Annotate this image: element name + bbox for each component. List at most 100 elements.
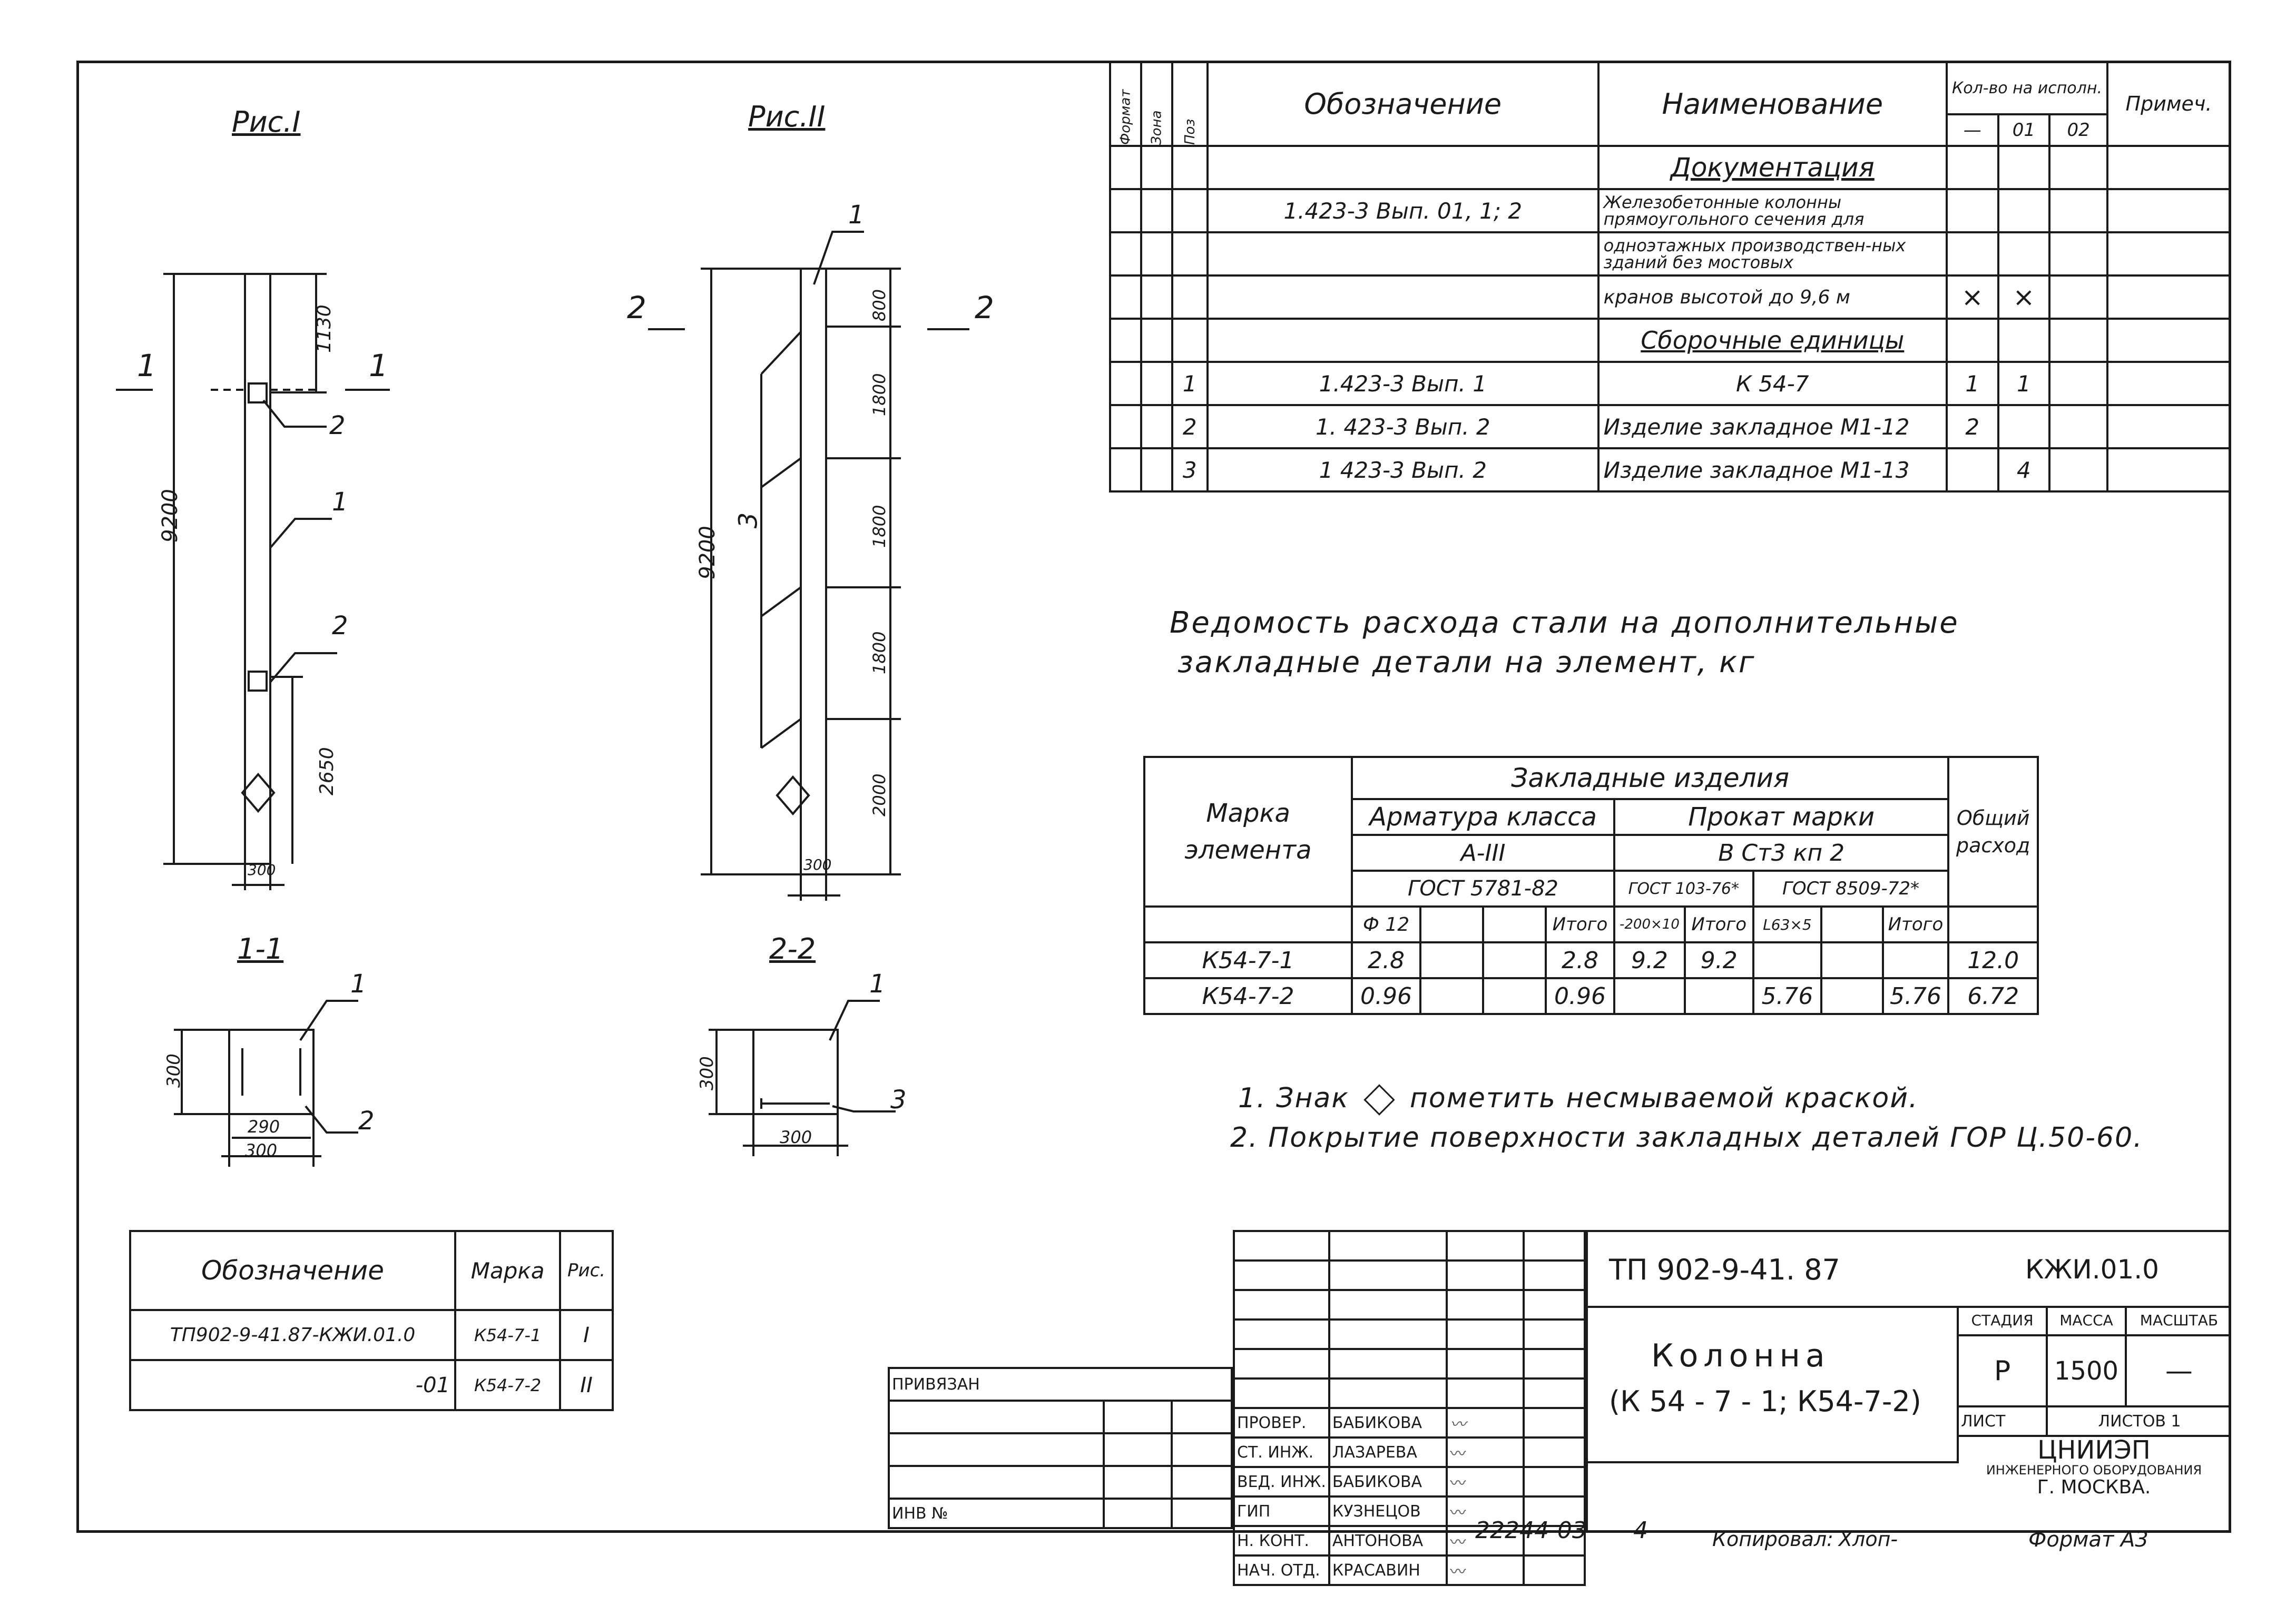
steel-h-rebar: Арматура класса <box>1351 798 1615 836</box>
fig2-dim-4: 1800 <box>869 631 889 674</box>
steel-row-it1: 2.8 <box>1545 941 1615 979</box>
steel-row-c8 <box>1820 977 1884 1015</box>
steel-h-angle: L63×5 <box>1752 905 1823 943</box>
steel-h-gost3: ГОСТ 8509-72* <box>1752 870 1950 908</box>
spec-row-q0: 1 <box>1945 361 1999 406</box>
fig2-title: Рис.II <box>748 100 826 133</box>
signature-row: Н. КОНТ.АНТОНОВА〰 <box>1233 1525 1586 1557</box>
privyazan-label: ПРИВЯЗАН <box>888 1367 1233 1401</box>
section-mark-1-right: 1 <box>369 348 388 383</box>
signature-scribble-icon: 〰 <box>1446 1466 1525 1498</box>
org-line-1: ЦНИИЭП <box>2037 1435 2151 1465</box>
fig2-dim-1: 800 <box>869 289 889 321</box>
steel-h-strip: -200×10 <box>1613 905 1686 943</box>
h-scale: МАСШТАБ <box>2124 1306 2231 1336</box>
variant-h-mark: Марка <box>454 1230 562 1311</box>
title-name-cell: Колонна (К 54 - 7 - 1; К54-7-2) <box>1588 1306 1959 1463</box>
spec-row-q0: 2 <box>1945 404 1999 449</box>
fig1-dim-top: 1130 <box>313 304 335 353</box>
variant-row-designation: ТП902-9-41.87-КЖИ.01.0 <box>129 1309 457 1361</box>
sec11-dim-h: 300 <box>163 1053 184 1088</box>
steel-row-it3: 5.76 <box>1881 977 1950 1015</box>
steel-heading-1: Ведомость расхода стали на дополнительны… <box>1170 606 1959 640</box>
col-qty-02: 02 <box>2048 113 2108 147</box>
person: БАБИКОВА <box>1328 1466 1448 1498</box>
h-sheet: ЛИСТ <box>1956 1405 2048 1437</box>
variant-h-designation: Обозначение <box>129 1230 457 1311</box>
org-line-2: ИНЖЕНЕРНОГО ОБОРУДОВАНИЯ <box>1986 1463 2202 1478</box>
fig1-column <box>244 273 271 865</box>
scale-value: — <box>2124 1334 2231 1407</box>
note-1-suffix: пометить несмываемой краской. <box>1409 1082 1919 1114</box>
organization: ЦНИИЭП ИНЖЕНЕРНОГО ОБОРУДОВАНИЯ Г. МОСКВ… <box>1957 1437 2231 1498</box>
steel-row-total: 12.0 <box>1947 941 2039 979</box>
spec-row-name: Изделие закладное М1-13 <box>1597 447 1948 493</box>
person: БАБИКОВА <box>1328 1407 1448 1439</box>
h-sheets: ЛИСТОВ 1 <box>2046 1405 2231 1437</box>
steel-row: К54-7-1 2.8 2.8 9.2 9.2 12.0 <box>1143 941 2039 979</box>
inv-no-label: ИНВ № <box>888 1498 1105 1529</box>
steel-row-phi12: 2.8 <box>1351 941 1421 979</box>
signature-row: ПРОВЕР.БАБИКОВА〰 <box>1233 1407 1586 1439</box>
steel-row-it1: 0.96 <box>1545 977 1615 1015</box>
col-qty-dash: — <box>1945 113 1999 147</box>
variant-row: -01 К54-7-2 II <box>129 1359 614 1411</box>
fig2-dim-2: 1800 <box>869 373 889 416</box>
footer-copied: Копировал: <box>1712 1528 1833 1551</box>
variant-row-mark: К54-7-1 <box>454 1309 562 1361</box>
steel-row-mark: К54-7-1 <box>1143 941 1353 979</box>
sec22-leader-3: 3 <box>890 1085 907 1115</box>
variant-h-fig: Рис. <box>559 1230 614 1311</box>
spec-row: 2 1. 423-3 Вып. 2 Изделие закладное М1-1… <box>1109 404 2232 449</box>
section-2-2-title: 2-2 <box>769 932 816 966</box>
variant-row-fig: II <box>559 1359 614 1411</box>
fig1-dim-width: 300 <box>248 861 276 879</box>
sec22-dim-h: 300 <box>696 1056 718 1090</box>
stage-value: Р <box>1956 1334 2048 1407</box>
person: КРАСАВИН <box>1328 1554 1448 1586</box>
person: ЛАЗАРЕВА <box>1328 1436 1448 1468</box>
steel-row-c3 <box>1481 941 1547 979</box>
role: ВЕД. ИНЖ. <box>1233 1466 1330 1498</box>
fig1-leader-2b: 2 <box>332 611 348 641</box>
col-qty-01: 01 <box>1997 113 2051 147</box>
spec-row-pos: 2 <box>1171 404 1209 449</box>
h-mass: МАССА <box>2046 1306 2127 1336</box>
person: КУЗНЕЦОВ <box>1328 1495 1448 1527</box>
spec-table: Формат Зона Поз Обозначение Наименование… <box>1109 61 2232 493</box>
role: Н. КОНТ. <box>1233 1525 1330 1557</box>
steel-row-angle <box>1752 941 1823 979</box>
steel-row-strip <box>1613 977 1686 1015</box>
footer-doc-no: 22244-03 <box>1475 1517 1587 1544</box>
fig2-leader-3: 3 <box>733 512 763 529</box>
steel-row-phi12: 0.96 <box>1351 977 1421 1015</box>
steel-row-it2 <box>1683 977 1754 1015</box>
title-line-1: Колонна <box>1651 1337 1830 1374</box>
note-2: 2. Покрытие поверхности закладных детале… <box>1230 1122 2143 1154</box>
spec-row-designation: 1. 423-3 Вып. 2 <box>1206 404 1600 449</box>
person: АНТОНОВА <box>1328 1525 1448 1557</box>
fig2-dim-5: 2000 <box>869 773 889 816</box>
steel-row-c2 <box>1419 941 1485 979</box>
fig2-dim-width: 300 <box>803 856 832 873</box>
spec-row-name: К 54-7 <box>1597 361 1948 406</box>
footer-copied-signature: Хлоп- <box>1839 1528 1898 1551</box>
col-note: Примеч. <box>2106 61 2232 147</box>
col-format: Формат <box>1110 62 1141 146</box>
steel-row-angle: 5.76 <box>1752 977 1823 1015</box>
fig1-leader-1: 1 <box>332 487 348 517</box>
signature-scribble-icon: 〰 <box>1446 1495 1525 1527</box>
section-mark-2-right: 2 <box>975 290 994 326</box>
variant-row-fig: I <box>559 1309 614 1361</box>
binding-grid: ПРИВЯЗАН ИНВ № <box>888 1367 1233 1529</box>
signature-row: СТ. ИНЖ.ЛАЗАРЕВА〰 <box>1233 1436 1586 1468</box>
title-code-row: ТП 902-9-41. 87 КЖИ.01.0 <box>1588 1232 2231 1308</box>
section-docs: Документация <box>1597 145 1948 190</box>
spec-row-q2 <box>2048 404 2108 449</box>
signature-scribble-icon: 〰 <box>1446 1436 1525 1468</box>
note-1-prefix: 1. Знак <box>1238 1082 1349 1114</box>
spec-row-pos: 1 <box>1171 361 1209 406</box>
h-stage: СТАДИЯ <box>1956 1306 2048 1336</box>
variant-table: Обозначение Марка Рис. ТП902-9-41.87-КЖИ… <box>129 1230 614 1411</box>
